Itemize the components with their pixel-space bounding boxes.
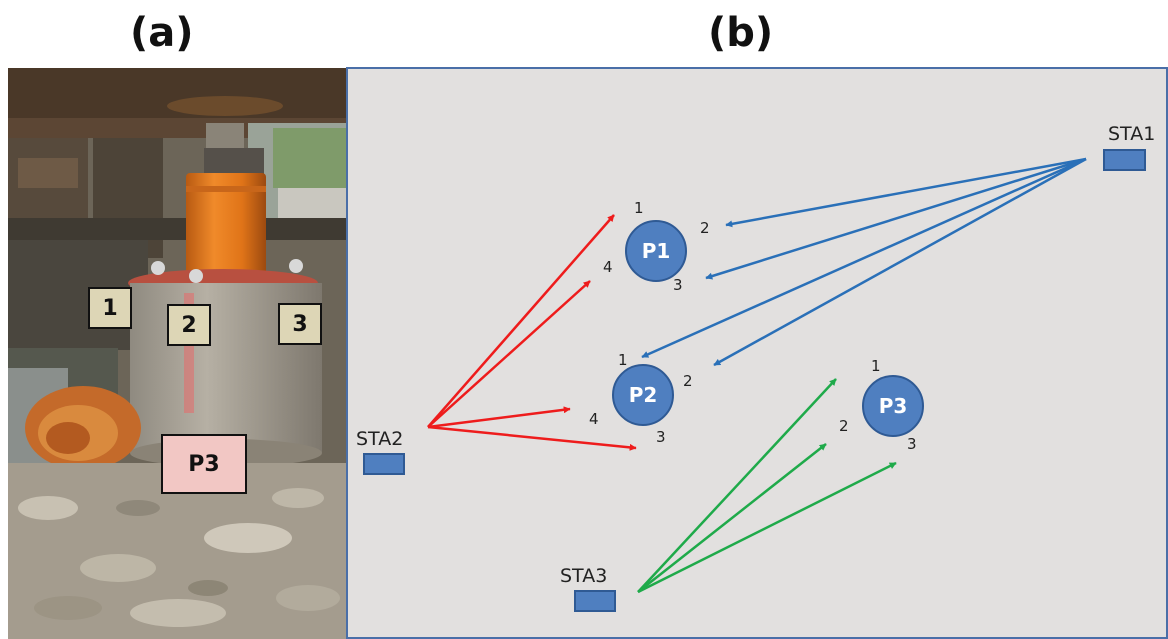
p1-point-2: 2 bbox=[700, 219, 710, 237]
panel-a-label: (a) bbox=[130, 10, 194, 56]
pile-label-p3: P3 bbox=[161, 434, 247, 494]
sta2-to-p2-3 bbox=[427, 425, 637, 451]
p3-point-3: 3 bbox=[907, 435, 917, 453]
p3-point-2: 2 bbox=[839, 417, 849, 435]
pile-label-p1: P1 bbox=[642, 239, 671, 263]
station-sta1: STA1 bbox=[1103, 123, 1155, 171]
sta3-to-p3-2 bbox=[637, 443, 827, 593]
panel-b-label: (b) bbox=[708, 10, 774, 56]
sta2-to-p1-1 bbox=[427, 214, 615, 428]
sta3-to-p3-1 bbox=[637, 378, 837, 593]
pile-label-p3-diagram: P3 bbox=[879, 394, 908, 418]
station-label-sta2: STA2 bbox=[356, 428, 403, 450]
station-label-sta1: STA1 bbox=[1108, 123, 1155, 145]
sta1-to-p2-2 bbox=[713, 157, 1087, 367]
sta2-to-p1-4 bbox=[427, 280, 591, 428]
p1-point-3: 3 bbox=[673, 276, 683, 294]
p2-point-4: 4 bbox=[589, 410, 599, 428]
sensor-label-2: 2 bbox=[167, 304, 211, 346]
sta3-arrows bbox=[637, 378, 897, 594]
p1-point-1: 1 bbox=[634, 199, 644, 217]
measurement-layout-diagram: STA1 STA2 STA3 P1 1 2 3 4 P2 1 2 3 4 P3 … bbox=[346, 67, 1168, 639]
p2-point-3: 3 bbox=[656, 428, 666, 446]
sta2-arrows bbox=[427, 214, 637, 451]
station-label-sta3: STA3 bbox=[560, 565, 607, 587]
station-sta3: STA3 bbox=[560, 565, 616, 612]
sta1-arrows bbox=[641, 157, 1087, 367]
test-setup-photo bbox=[8, 68, 346, 639]
sta3-to-p3-3 bbox=[637, 461, 897, 594]
sta1-to-p2-1 bbox=[641, 157, 1087, 359]
sta2-to-p2-4 bbox=[427, 406, 571, 429]
station-sta2: STA2 bbox=[356, 428, 405, 475]
pile-p2: P2 1 2 3 4 bbox=[589, 351, 693, 446]
pile-p1: P1 1 2 3 4 bbox=[603, 199, 710, 294]
p1-point-4: 4 bbox=[603, 258, 613, 276]
sta1-to-p1-3 bbox=[705, 157, 1087, 280]
sensor-label-1: 1 bbox=[88, 287, 132, 329]
p3-point-1: 1 bbox=[871, 357, 881, 375]
p2-point-2: 2 bbox=[683, 372, 693, 390]
pile-p3: P3 1 2 3 bbox=[839, 357, 924, 453]
p2-point-1: 1 bbox=[618, 351, 628, 369]
pile-label-p2: P2 bbox=[629, 383, 658, 407]
sensor-label-3: 3 bbox=[278, 303, 322, 345]
sta1-to-p1-2 bbox=[725, 157, 1087, 228]
